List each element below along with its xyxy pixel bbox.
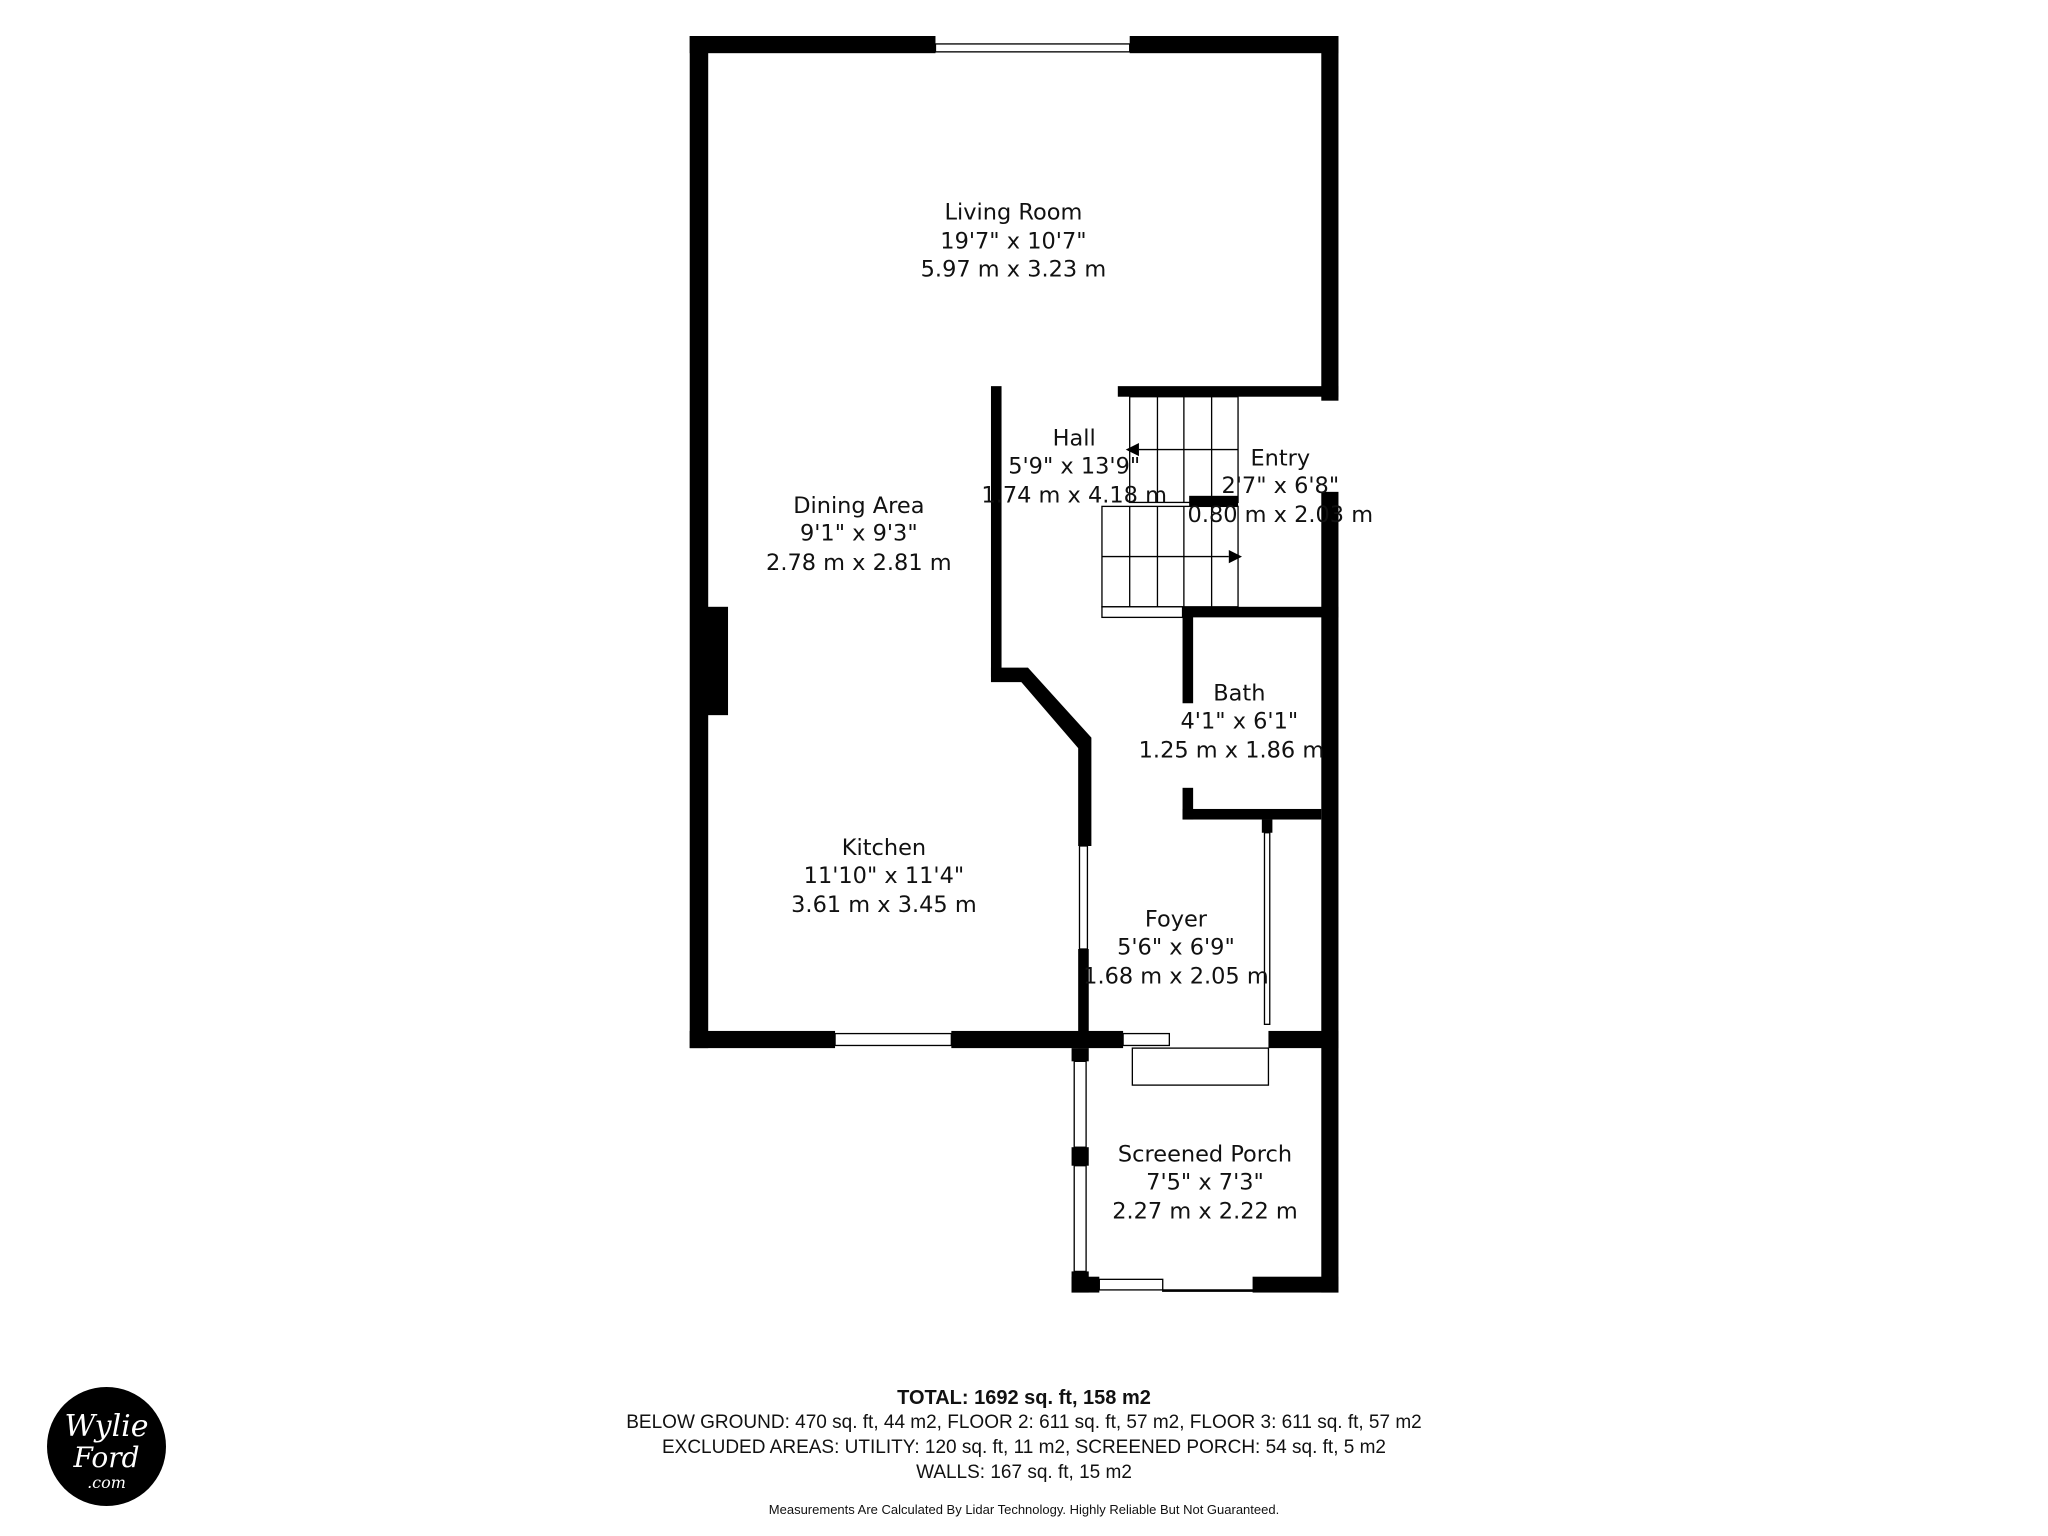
svg-text:3.61 m x 3.45 m: 3.61 m x 3.45 m	[791, 892, 977, 918]
svg-text:2.78 m x 2.81 m: 2.78 m x 2.81 m	[766, 550, 952, 576]
excluded-areas: EXCLUDED AREAS: UTILITY: 120 sq. ft, 11 …	[661, 1437, 1386, 1458]
room-entry: Entry 2'7" x 6'8" 0.80 m x 2.03 m	[1188, 445, 1374, 528]
svg-text:2'7" x 6'8": 2'7" x 6'8"	[1221, 473, 1339, 499]
svg-text:Kitchen: Kitchen	[842, 835, 926, 861]
svg-text:2.27 m x 2.22 m: 2.27 m x 2.22 m	[1112, 1199, 1298, 1225]
svg-text:9'1" x 9'3": 9'1" x 9'3"	[800, 521, 918, 547]
svg-text:1.25 m x 1.86 m: 1.25 m x 1.86 m	[1139, 737, 1325, 763]
svg-text:Dining Area: Dining Area	[793, 493, 924, 519]
disclaimer: Measurements Are Calculated By Lidar Tec…	[768, 1502, 1280, 1517]
fireplace	[704, 606, 729, 716]
stairs	[1101, 396, 1243, 619]
svg-text:5'6" x 6'9": 5'6" x 6'9"	[1117, 934, 1235, 960]
svg-text:5.97 m x 3.23 m: 5.97 m x 3.23 m	[921, 256, 1107, 282]
svg-text:7'5" x 7'3": 7'5" x 7'3"	[1146, 1169, 1264, 1195]
walls	[689, 36, 1339, 1293]
walls-area: WALLS: 167 sq. ft, 15 m2	[916, 1462, 1132, 1483]
svg-text:Living Room: Living Room	[945, 200, 1083, 226]
svg-text:Entry: Entry	[1250, 445, 1310, 471]
porch-steps	[1131, 1047, 1270, 1086]
svg-text:1.68 m x 2.05 m: 1.68 m x 2.05 m	[1083, 963, 1269, 989]
room-dining-area: Dining Area 9'1" x 9'3" 2.78 m x 2.81 m	[766, 493, 952, 576]
svg-text:Foyer: Foyer	[1145, 907, 1208, 933]
room-hall: Hall 5'9" x 13'9" 1.74 m x 4.18 m	[981, 426, 1167, 509]
svg-text:11'10" x 11'4": 11'10" x 11'4"	[804, 863, 965, 889]
svg-text:Hall: Hall	[1053, 426, 1096, 452]
room-living-room: Living Room 19'7" x 10'7" 5.97 m x 3.23 …	[921, 200, 1107, 283]
total-area: TOTAL: 1692 sq. ft, 158 m2	[897, 1387, 1151, 1409]
svg-text:19'7" x 10'7": 19'7" x 10'7"	[940, 229, 1086, 255]
window	[834, 1032, 952, 1047]
floor-areas: BELOW GROUND: 470 sq. ft, 44 m2, FLOOR 2…	[626, 1412, 1422, 1433]
svg-text:Bath: Bath	[1213, 681, 1265, 707]
room-labels: Living Room 19'7" x 10'7" 5.97 m x 3.23 …	[766, 200, 1373, 1225]
room-foyer: Foyer 5'6" x 6'9" 1.68 m x 2.05 m	[1083, 907, 1269, 990]
svg-text:1.74 m x 4.18 m: 1.74 m x 4.18 m	[981, 482, 1167, 508]
svg-text:5'9" x 13'9": 5'9" x 13'9"	[1008, 453, 1140, 479]
svg-text:4'1" x 6'1": 4'1" x 6'1"	[1181, 708, 1299, 734]
window	[934, 43, 1131, 53]
svg-text:Screened Porch: Screened Porch	[1118, 1142, 1292, 1168]
room-kitchen: Kitchen 11'10" x 11'4" 3.61 m x 3.45 m	[791, 835, 977, 918]
svg-text:0.80 m x 2.03 m: 0.80 m x 2.03 m	[1188, 502, 1374, 528]
room-screened-porch: Screened Porch 7'5" x 7'3" 2.27 m x 2.22…	[1112, 1142, 1298, 1225]
room-bath: Bath 4'1" x 6'1" 1.25 m x 1.86 m	[1139, 681, 1325, 764]
